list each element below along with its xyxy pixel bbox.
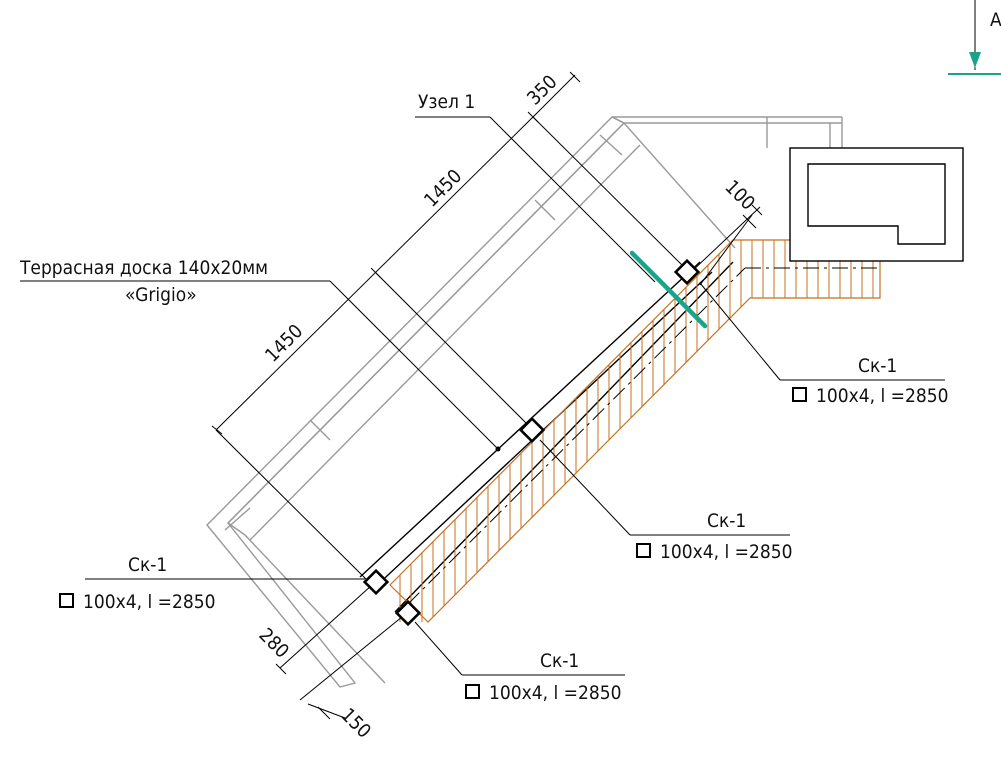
post-square-icon xyxy=(362,568,390,596)
square-section-icon xyxy=(792,387,807,402)
callout-mark: Ск-1 xyxy=(707,510,746,532)
section-cut-line xyxy=(629,250,708,329)
callout-post-2: Ск-1 100х4, l =2850 xyxy=(636,510,792,563)
callout-mark: Ск-1 xyxy=(128,554,167,576)
callout-mark: Ск-1 xyxy=(858,355,897,377)
dim-100: 100 xyxy=(720,176,759,215)
callout-spec: 100х4, l =2850 xyxy=(83,591,215,613)
section-marker-a: А xyxy=(948,0,1001,75)
callout-post-4: Ск-1 100х4, l =2850 xyxy=(465,650,621,704)
square-section-icon xyxy=(465,684,480,699)
hatched-foundation xyxy=(389,239,882,623)
board-label-line1: Террасная доска 140х20мм xyxy=(19,257,268,279)
dim-1450-top: 1450 xyxy=(420,165,466,211)
square-section-icon xyxy=(59,593,74,608)
posts xyxy=(362,258,701,627)
callout-spec: 100х4, l =2850 xyxy=(660,541,792,563)
callout-spec: 100х4, l =2850 xyxy=(489,682,621,704)
leader-lines xyxy=(20,116,945,676)
slab-edges xyxy=(227,122,734,613)
board-label-line2: «Grigio» xyxy=(125,284,197,306)
section-mark-label: А xyxy=(990,9,1001,31)
post-square-icon xyxy=(518,416,546,444)
callout-post-3: Ск-1 100х4, l =2850 xyxy=(59,554,215,613)
dim-280: 280 xyxy=(254,624,293,663)
post-square-icon xyxy=(394,599,422,627)
square-section-icon xyxy=(636,543,651,558)
dim-350: 350 xyxy=(523,71,562,110)
dim-1450-bottom: 1450 xyxy=(261,320,307,366)
section-arrow-icon xyxy=(969,52,981,68)
callout-post-1: Ск-1 100х4, l =2850 xyxy=(792,355,948,407)
callout-mark: Ск-1 xyxy=(540,650,579,672)
node-label: Узел 1 xyxy=(418,91,475,113)
callout-spec: 100х4, l =2850 xyxy=(816,385,948,407)
dimension-lines xyxy=(211,71,763,720)
dim-150: 150 xyxy=(336,704,375,743)
building-block xyxy=(789,147,964,262)
post-square-icon xyxy=(673,258,701,286)
